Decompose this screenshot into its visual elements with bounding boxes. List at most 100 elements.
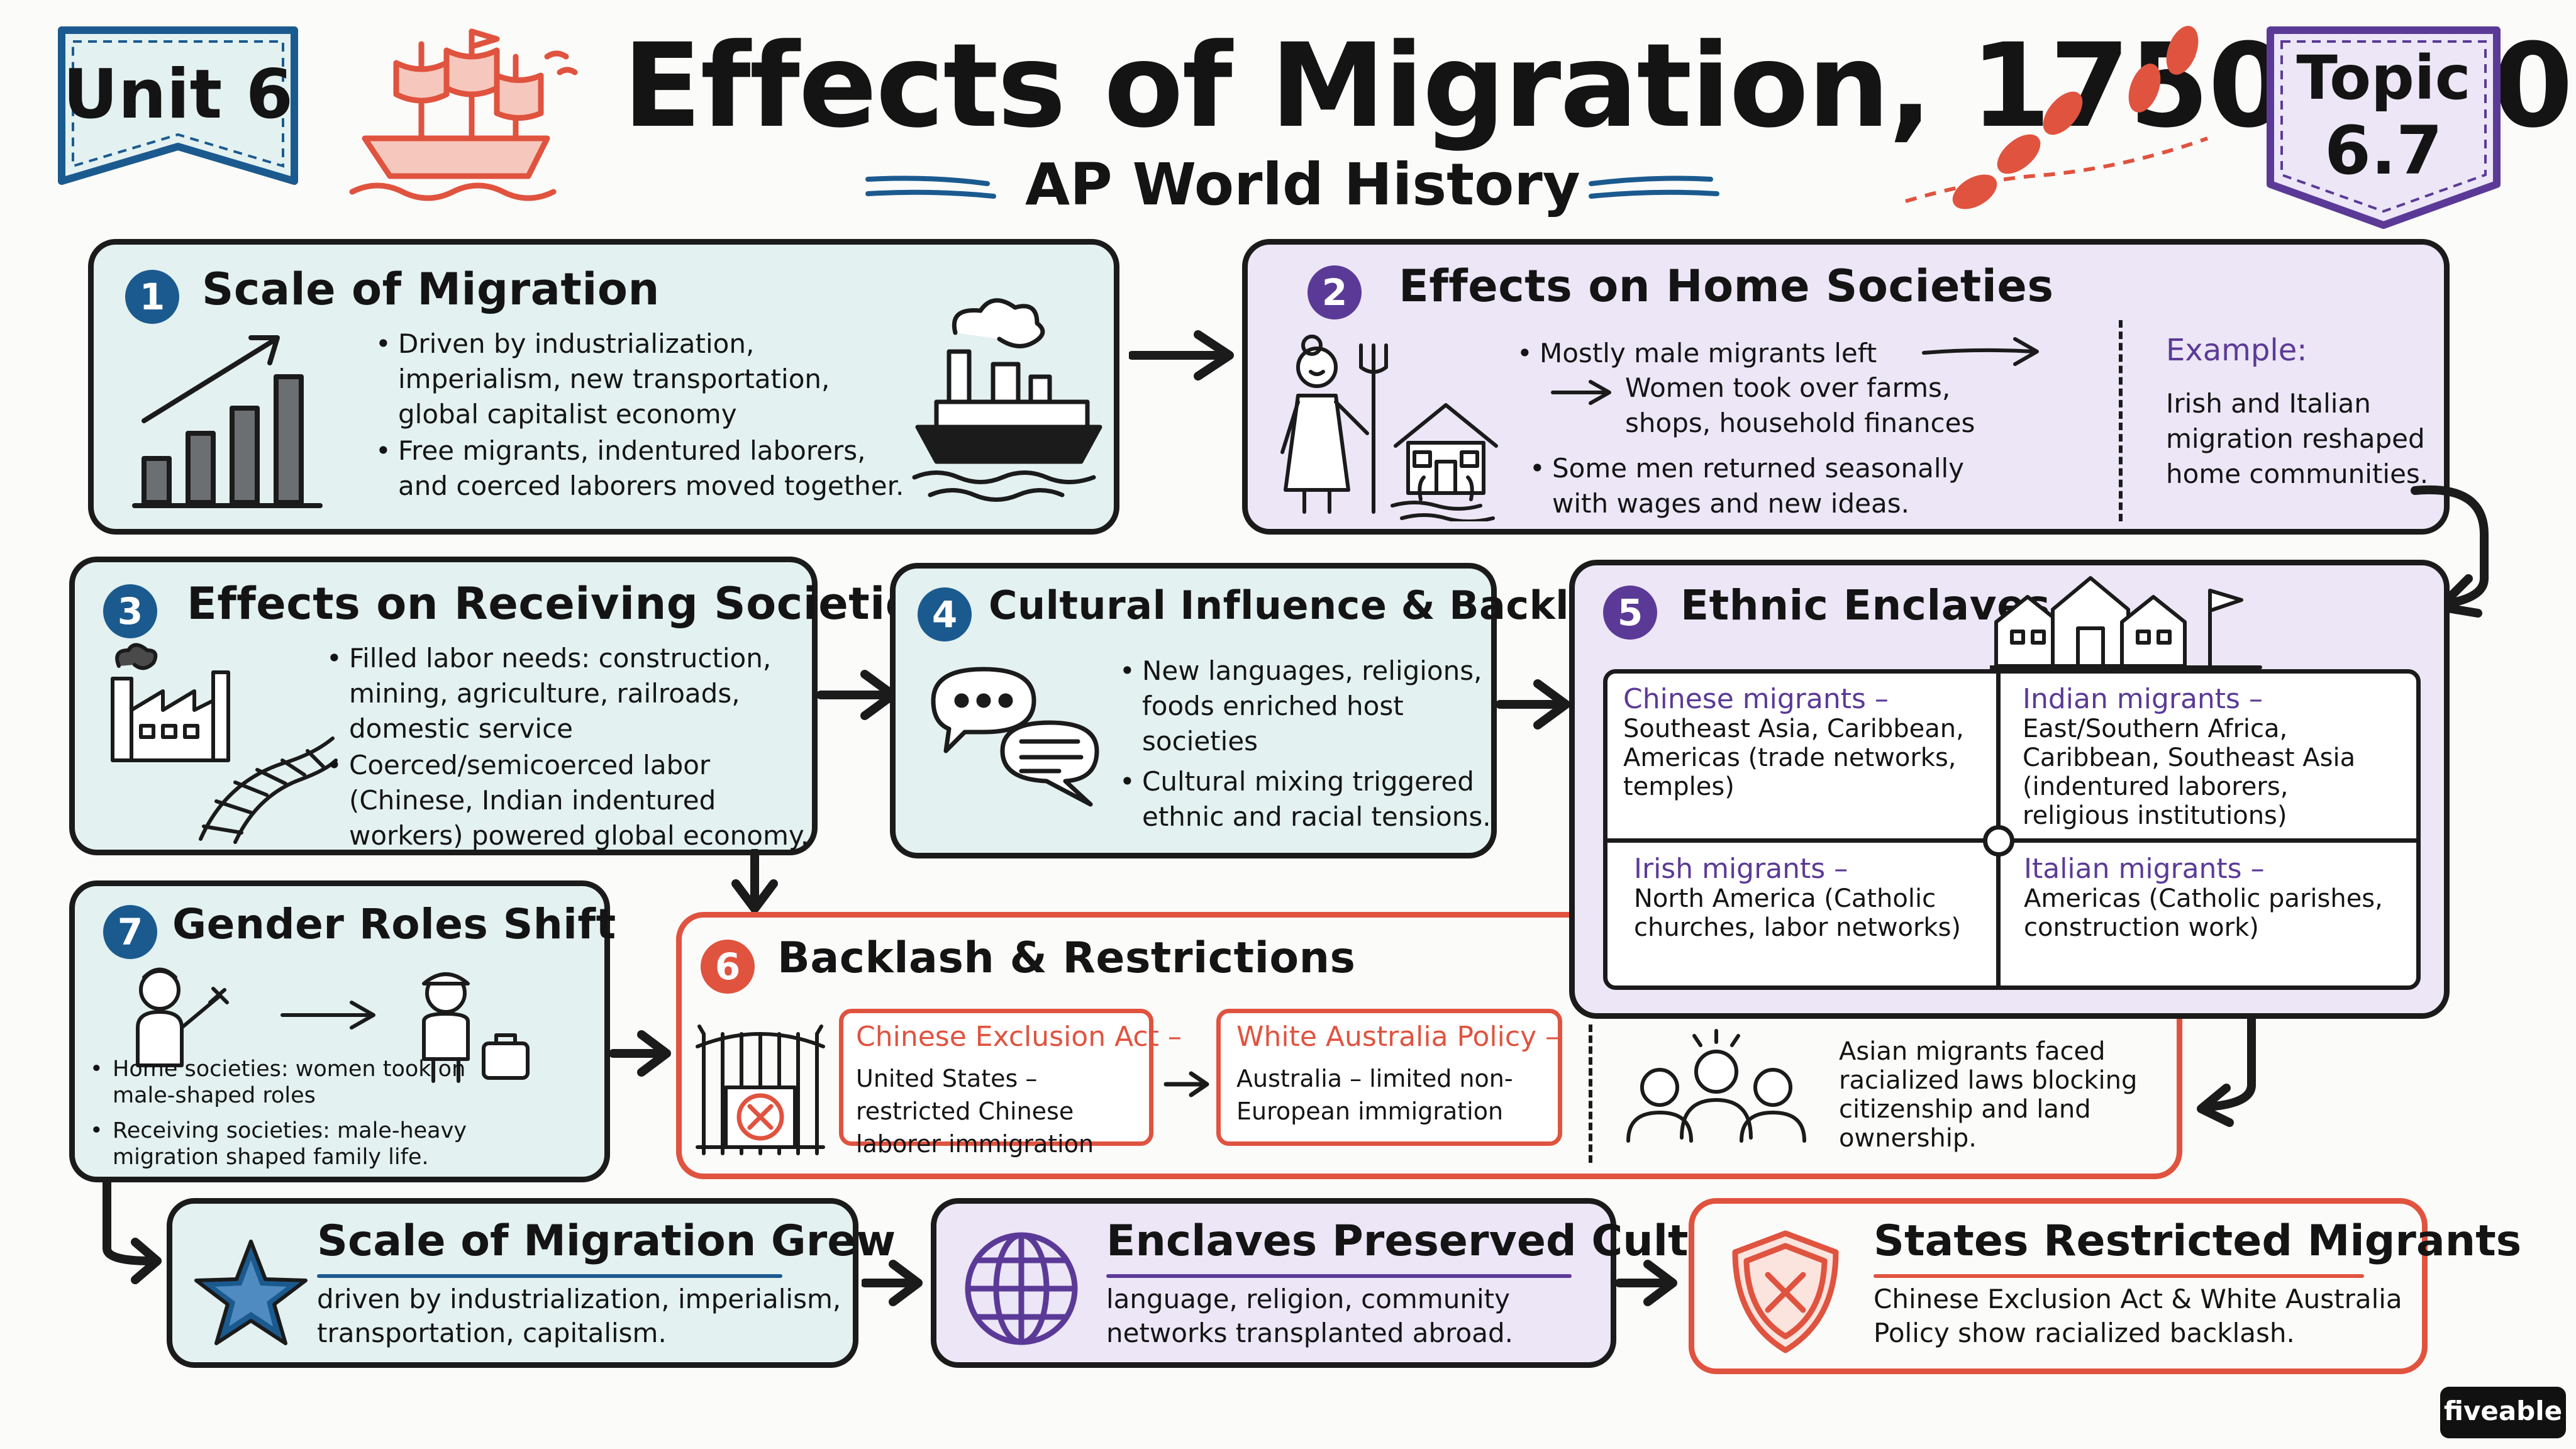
step-number-6: 6 bbox=[701, 940, 755, 994]
summary-card-enclaves: Enclaves Preserved Culture language, rel… bbox=[931, 1198, 1769, 1368]
enclave-sep-indian: – bbox=[2240, 683, 2263, 715]
cultural-title: Cultural Influence & Backlash bbox=[989, 582, 1648, 628]
topic-badge-line2: 6.7 bbox=[2324, 112, 2443, 189]
home-divider bbox=[2119, 320, 2123, 521]
scale-bullet-2: Free migrants, indentured laborers, and … bbox=[375, 433, 911, 504]
example-text: Irish and Italian migration reshaped hom… bbox=[2166, 388, 2429, 489]
receiving-bullet-1: Filled labor needs: construction, mining… bbox=[326, 641, 812, 747]
summary-card-scale: Scale of Migration Grew driven by indust… bbox=[167, 1198, 896, 1368]
arrow-4-to-5 bbox=[1497, 679, 1570, 730]
white-australia-policy-box: White Australia Policy – Australia – lim… bbox=[1216, 1009, 1562, 1146]
topic-badge: Topic 6.7 bbox=[2264, 24, 2503, 231]
fiveable-logo: fiveable bbox=[2440, 1387, 2566, 1438]
gender-bullets: Home societies: women took on male-shape… bbox=[90, 1056, 484, 1170]
enclave-sep-irish: – bbox=[1825, 853, 1848, 885]
cultural-bullets: New languages, religions, foods enriched… bbox=[1114, 653, 1492, 835]
example-label: Example: bbox=[2166, 333, 2307, 368]
step-number-4: 4 bbox=[918, 587, 972, 641]
scale-bullets: Driven by industrialization, imperialism… bbox=[370, 326, 911, 504]
summary-card-restrictions: States Restricted Migrants Chinese Exclu… bbox=[1689, 1198, 2521, 1374]
step-number-7: 7 bbox=[103, 905, 157, 959]
gender-title: Gender Roles Shift bbox=[172, 900, 616, 948]
home-bullet-1-row: Mostly male migrants left bbox=[1512, 336, 2078, 371]
law-arrow-icon bbox=[1163, 1071, 1209, 1097]
ship-icon bbox=[340, 19, 591, 208]
enclave-quadrant-chinese: Chinese migrants – Southeast Asia, Carib… bbox=[1623, 683, 1982, 802]
summary-text-2: language, religion, community networks t… bbox=[1106, 1284, 1513, 1348]
enclave-quadrant-irish: Irish migrants – North America (Catholic… bbox=[1634, 853, 1986, 943]
cultural-influence-card: 4 Cultural Influence & Backlash New lang… bbox=[890, 563, 1647, 858]
subtitle-lines-right-icon bbox=[1589, 175, 1719, 199]
house-icon bbox=[1389, 396, 1502, 523]
enclaves-grid: Chinese migrants – Southeast Asia, Carib… bbox=[1603, 669, 2421, 990]
star-icon bbox=[191, 1235, 311, 1348]
summary-text-1: driven by industrialization, imperialism… bbox=[317, 1284, 841, 1348]
home-title: Effects on Home Societies bbox=[1399, 260, 2054, 312]
cultural-bullet-1: New languages, religions, foods enriched… bbox=[1119, 653, 1492, 759]
enclave-text-indian: East/Southern Africa, Caribbean, Southea… bbox=[2023, 714, 2356, 830]
enclave-label-chinese: Chinese migrants bbox=[1623, 683, 1866, 715]
enclave-text-chinese: Southeast Asia, Caribbean, Americas (tra… bbox=[1623, 714, 1964, 801]
topic-badge-line1: Topic bbox=[2296, 43, 2471, 113]
enclave-label-irish: Irish migrants bbox=[1634, 853, 1826, 885]
factory-icon bbox=[100, 641, 257, 767]
arrow-1-to-2 bbox=[1129, 330, 1234, 380]
woman-farmer-icon bbox=[1273, 333, 1399, 515]
enclave-quadrant-italian: Italian migrants – Americas (Catholic pa… bbox=[2024, 853, 2389, 943]
arrow-5-to-6 bbox=[2197, 1016, 2256, 1127]
ethnic-enclaves-card: 5 Ethnic Enclaves Chinese migrants – Sou… bbox=[1569, 560, 2450, 1019]
arrow-7-to-6 bbox=[610, 1030, 671, 1077]
enclave-sep-chinese: – bbox=[1865, 683, 1889, 715]
enclave-text-italian: Americas (Catholic parishes, constructio… bbox=[2024, 884, 2383, 942]
summary-underline-3 bbox=[1874, 1274, 2364, 1278]
people-group-icon bbox=[1622, 1024, 1811, 1150]
law1-text: United States – restricted Chinese labor… bbox=[856, 1065, 1094, 1158]
enclave-label-italian: Italian migrants bbox=[2024, 853, 2242, 885]
step-number-5: 5 bbox=[1603, 586, 1657, 640]
summary-title-2: Enclaves Preserved Culture bbox=[1106, 1216, 1769, 1266]
gate-icon bbox=[694, 1021, 826, 1160]
chinese-exclusion-act-box: Chinese Exclusion Act – United States – … bbox=[839, 1009, 1182, 1158]
backlash-divider bbox=[1589, 1024, 1592, 1163]
scale-title: Scale of Migration bbox=[202, 264, 660, 315]
home-bullet-2: Some men returned seasonally with wages … bbox=[1530, 451, 2028, 521]
arrow-7-to-summary bbox=[103, 1179, 162, 1284]
enclave-text-irish: North America (Catholic churches, labor … bbox=[1634, 884, 1962, 942]
receiving-title: Effects on Receiving Societies bbox=[187, 578, 942, 630]
enclave-label-indian: Indian migrants bbox=[2023, 683, 2240, 715]
receiving-bullet-2: Coerced/semicoerced labor (Chinese, Indi… bbox=[326, 748, 812, 853]
scale-of-migration-card: 1 Scale of Migration Driven by industria… bbox=[88, 239, 1119, 535]
arrow-summary-1-to-2 bbox=[862, 1260, 923, 1306]
enclave-sep-italian: – bbox=[2241, 853, 2265, 885]
enclaves-grid-center bbox=[1983, 825, 2014, 857]
railroad-icon bbox=[125, 707, 339, 845]
subtitle-row: AP World History bbox=[862, 151, 1729, 220]
unit-badge: Unit 6 bbox=[55, 24, 301, 194]
summary-title-1: Scale of Migration Grew bbox=[317, 1216, 896, 1266]
globe-icon bbox=[958, 1226, 1084, 1352]
summary-underline-2 bbox=[1106, 1274, 1572, 1278]
scale-bullet-1: Driven by industrialization, imperialism… bbox=[375, 326, 911, 432]
receiving-bullets: Filled labor needs: construction, mining… bbox=[321, 641, 812, 853]
cultural-bullet-2: Cultural mixing triggered ethnic and rac… bbox=[1119, 764, 1492, 835]
enclave-quadrant-indian: Indian migrants – East/Southern Africa, … bbox=[2023, 683, 2400, 831]
page-title: Effects of Migration, 1750-1900 bbox=[623, 19, 2576, 153]
bar-chart-icon bbox=[131, 326, 333, 515]
receiving-societies-card: 3 Effects on Receiving Societies Filled … bbox=[69, 557, 941, 855]
step-number-3: 3 bbox=[103, 584, 157, 638]
shield-x-icon bbox=[1723, 1226, 1848, 1358]
arrow-summary-2-to-3 bbox=[1616, 1260, 1677, 1306]
summary-underline-1 bbox=[317, 1274, 782, 1278]
home-bullet-1: Mostly male migrants left bbox=[1517, 336, 2078, 371]
step-number-1: 1 bbox=[125, 270, 179, 324]
law2-title: White Australia Policy – bbox=[1236, 1021, 1560, 1053]
law1-title: Chinese Exclusion Act – bbox=[856, 1021, 1182, 1053]
enclaves-title: Ethnic Enclaves bbox=[1680, 581, 2051, 630]
gender-roles-icon bbox=[106, 958, 584, 1084]
gender-roles-card: 7 Gender Roles Shift Home societies: wom… bbox=[69, 880, 616, 1182]
summary-title-3: States Restricted Migrants bbox=[1874, 1216, 2522, 1266]
backlash-title: Backlash & Restrictions bbox=[777, 933, 1356, 983]
fiveable-logo-text: fiveable bbox=[2443, 1396, 2563, 1426]
steamship-icon bbox=[911, 295, 1106, 509]
gender-bullet-2: Receiving societies: male-heavy migratio… bbox=[90, 1118, 484, 1170]
